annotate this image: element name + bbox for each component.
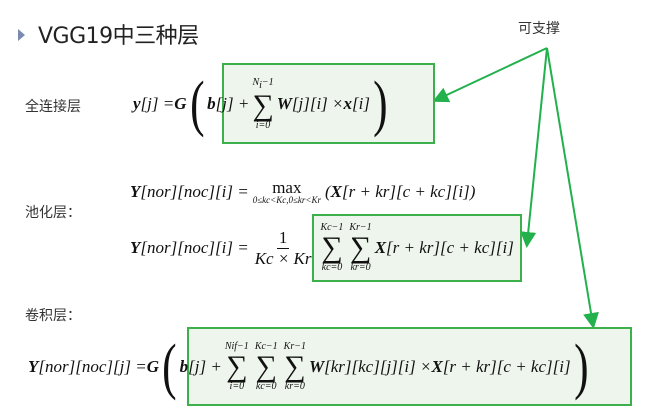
- var-b: b: [179, 357, 189, 376]
- var-W: W: [276, 94, 292, 113]
- t: kr=0: [350, 262, 371, 273]
- t: [nor][noc][i] =: [140, 238, 249, 257]
- t: kr=0: [284, 381, 305, 392]
- t: Kc × Kr: [254, 248, 312, 268]
- t: i=0: [229, 381, 245, 392]
- var-y: y: [133, 94, 141, 113]
- pool-highlight-box: [312, 214, 522, 282]
- t: [kr][kc][j][i] ×: [324, 357, 432, 376]
- sum: Kc−1∑kc=0: [320, 222, 344, 273]
- var-Y: Y: [130, 182, 141, 201]
- t: Kr−1: [283, 341, 306, 352]
- paren: (: [189, 70, 205, 138]
- var-X: X: [431, 357, 443, 376]
- t: [nor][noc][j] =: [38, 357, 147, 376]
- var-G: G: [174, 94, 187, 113]
- annotation-label: 可支撑: [518, 21, 560, 37]
- t: N: [252, 76, 260, 88]
- t: Kr−1: [349, 222, 372, 233]
- t: [r + kr][c + kc][i]): [341, 182, 476, 201]
- formula-fc: y[j] = G ( b[j] + Ni−1∑i=0 W[j][i] × x[i…: [133, 68, 391, 140]
- arrow-to-fc: [432, 47, 548, 103]
- t: max: [272, 178, 302, 197]
- label-conv: 卷积层：: [25, 308, 81, 324]
- t: i=0: [255, 119, 271, 131]
- sum: Kr−1∑kr=0: [349, 222, 372, 273]
- t: [j][i] ×: [291, 94, 344, 113]
- label-fc: 全连接层: [25, 99, 81, 115]
- var-b: b: [207, 94, 216, 113]
- bullet-triangle-icon: [18, 29, 25, 41]
- sum: Ni−1∑i=0: [252, 76, 274, 131]
- fc-highlight-box: [222, 63, 435, 144]
- label-pool: 池化层：: [25, 205, 81, 221]
- arrow-to-conv: [546, 47, 599, 329]
- t: Kc−1: [254, 341, 278, 352]
- t: kc=0: [255, 381, 277, 392]
- t: i: [259, 79, 262, 91]
- t: [r + kr][c + kc][i]: [386, 238, 514, 257]
- t: [r + kr][c + kc][i]: [442, 357, 571, 376]
- var-W: W: [308, 357, 325, 376]
- t: 0≤kc<Kc,0≤kr<Kr: [252, 195, 321, 205]
- arrow-to-pool: [520, 47, 548, 248]
- conv-highlight-box: [187, 327, 632, 406]
- t: [j] +: [188, 357, 222, 376]
- t: [j] =: [140, 94, 175, 113]
- t: Nif−1: [224, 341, 249, 352]
- slide-title: VGG19中三种层: [38, 24, 199, 49]
- t: −1: [261, 76, 274, 88]
- sum: Kr−1∑kr=0: [283, 341, 306, 392]
- t: (: [324, 182, 331, 201]
- paren: ): [573, 333, 589, 401]
- t: [j] +: [215, 94, 250, 113]
- paren: ): [373, 70, 388, 138]
- sum: Nif−1∑i=0: [224, 341, 249, 392]
- var-X: X: [374, 238, 387, 257]
- paren: (: [162, 333, 177, 401]
- t: [nor][noc][i] =: [140, 182, 249, 201]
- var-Y: Y: [28, 357, 39, 376]
- var-Y: Y: [130, 238, 141, 257]
- t: 1: [276, 227, 290, 249]
- sum: Kc−1∑kc=0: [254, 341, 278, 392]
- var-X: X: [330, 182, 342, 201]
- t: kc=0: [321, 262, 343, 273]
- t: [i]: [352, 94, 370, 113]
- var-G: G: [146, 357, 159, 376]
- formula-conv: Y[nor][noc][j] = G ( b[j] + Nif−1∑i=0 Kc…: [28, 331, 591, 403]
- var-x: x: [343, 94, 353, 113]
- t: Kc−1: [320, 222, 344, 233]
